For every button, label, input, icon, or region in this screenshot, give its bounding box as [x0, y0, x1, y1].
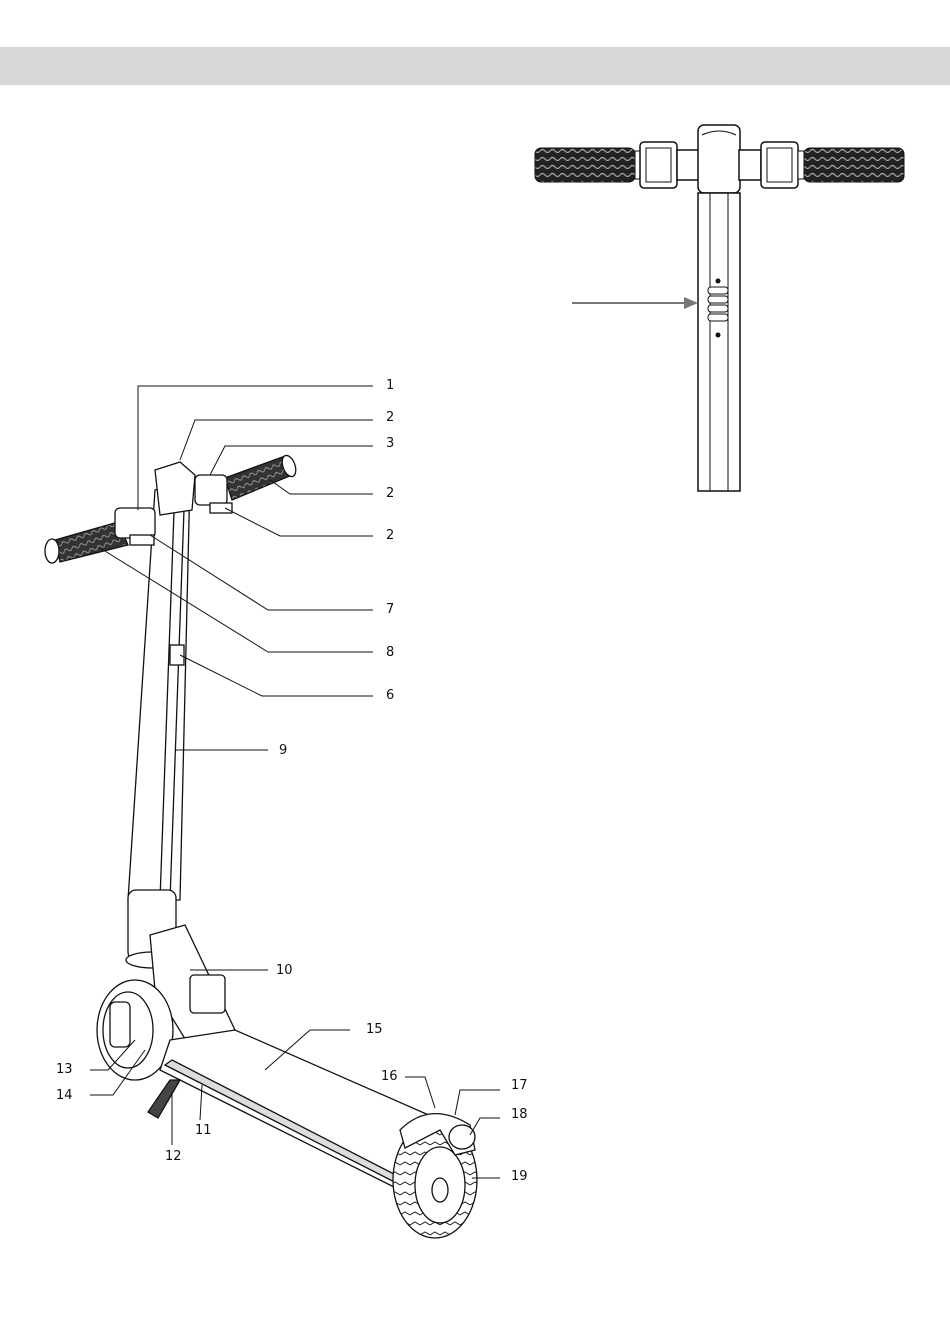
callout-19: 19 — [511, 1170, 528, 1184]
rear-light — [449, 1125, 475, 1149]
fold-lever — [170, 645, 184, 665]
callout-15: 15 — [366, 1023, 383, 1037]
stem-tube — [698, 193, 740, 491]
callout-13: 13 — [56, 1063, 73, 1077]
callout-9: 9 — [279, 744, 287, 758]
header-bar — [0, 47, 950, 85]
callout-7: 7 — [386, 603, 394, 617]
callout-8: 8 — [386, 646, 394, 660]
callout-11: 11 — [195, 1124, 212, 1138]
callout-6: 6 — [386, 689, 394, 703]
right-grip — [804, 148, 904, 182]
callout-18: 18 — [511, 1108, 528, 1122]
scooter-diagram — [0, 370, 560, 1270]
callout-2: 2 — [386, 529, 394, 543]
callout-2: 2 — [386, 487, 394, 501]
callout-17: 17 — [511, 1079, 528, 1093]
stem-cap — [155, 462, 195, 515]
callout-2: 2 — [386, 411, 394, 425]
callout-10: 10 — [276, 964, 293, 978]
handlebar-detail-figure — [520, 115, 920, 495]
callout-1: 1 — [386, 379, 394, 393]
left-grip — [535, 148, 635, 182]
stem-top — [698, 125, 740, 193]
callout-14: 14 — [56, 1089, 73, 1103]
kickstand — [148, 1080, 180, 1118]
callout-3: 3 — [386, 437, 394, 451]
callout-12: 12 — [165, 1150, 182, 1164]
callout-16: 16 — [381, 1070, 398, 1084]
